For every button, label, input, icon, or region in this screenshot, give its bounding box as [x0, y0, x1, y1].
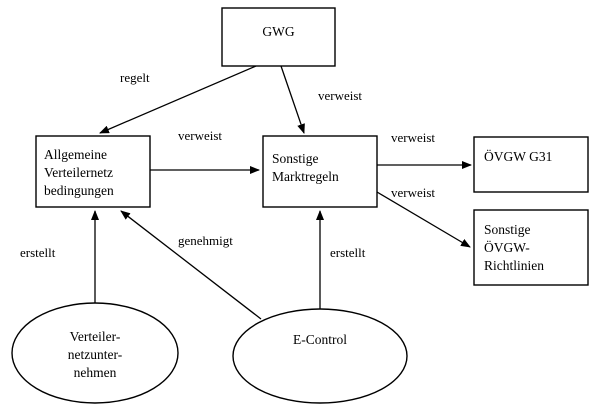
- node-sonstige-marktregeln[interactable]: Sonstige Marktregeln: [262, 135, 378, 208]
- node-sonstige-oevgw-richtlinien-label-line-3: Richtlinien: [484, 258, 544, 273]
- edge-label-avb-verweist: verweist: [178, 128, 222, 143]
- node-verteilernetzunternehmen-label-line-1: Verteiler-: [70, 329, 121, 344]
- edge-marktregeln-verweist-richtlinien: [376, 191, 471, 248]
- edge-labels-layer: regelt verweist verweist verweist verwei…: [20, 70, 435, 260]
- edge-econtrol-genehmigt-avb: [120, 210, 262, 320]
- node-gwg-box[interactable]: [221, 7, 336, 67]
- node-avb-label-line-2: Verteilernetz: [44, 165, 113, 180]
- edge-gwg-regelt-avb: [99, 65, 257, 134]
- node-verteilernetzunternehmen-label-line-2: netzunter-: [68, 347, 123, 362]
- node-gwg-label: GWG: [262, 24, 294, 39]
- node-verteilernetzunternehmen-label-line-3: nehmen: [74, 365, 117, 380]
- edge-label-marktregeln-verweist-richtlinien: verweist: [391, 185, 435, 200]
- node-allgemeine-verteilernetzbedingungen[interactable]: Allgemeine Verteilernetz bedingungen: [35, 135, 151, 208]
- node-sonstige-marktregeln-label-line-1: Sonstige: [272, 151, 319, 166]
- edge-label-econtrol-erstellt: erstellt: [330, 245, 366, 260]
- node-sonstige-oevgw-richtlinien-label-line-2: ÖVGW-: [484, 240, 530, 255]
- node-sonstige-marktregeln-label-line-2: Marktregeln: [272, 169, 339, 184]
- node-sonstige-oevgw-richtlinien-label-line-1: Sonstige: [484, 222, 531, 237]
- edge-label-vnu-erstellt: erstellt: [20, 245, 56, 260]
- node-avb-label-line-1: Allgemeine: [44, 147, 107, 162]
- edge-label-econtrol-genehmigt: genehmigt: [178, 233, 233, 248]
- node-gwg[interactable]: GWG: [221, 7, 336, 67]
- node-verteilernetzunternehmen-ellipse[interactable]: [11, 302, 179, 404]
- edge-label-gwg-verweist: verweist: [318, 88, 362, 103]
- node-sonstige-oevgw-richtlinien[interactable]: Sonstige ÖVGW- Richtlinien: [473, 209, 589, 286]
- edges-layer: [91, 65, 472, 320]
- node-oevgw-g31-box[interactable]: [473, 136, 589, 193]
- node-e-control-label: E-Control: [293, 332, 347, 347]
- node-avb-label-line-3: bedingungen: [44, 183, 114, 198]
- nodes-layer: GWG Allgemeine Verteilernetz bedingungen…: [11, 7, 589, 404]
- node-oevgw-g31-label: ÖVGW G31: [484, 149, 552, 164]
- node-e-control[interactable]: E-Control: [232, 308, 408, 404]
- edge-label-regelt: regelt: [120, 70, 150, 85]
- edge-label-marktregeln-verweist-g31: verweist: [391, 130, 435, 145]
- edge-gwg-verweist-marktregeln: [280, 65, 305, 134]
- node-e-control-ellipse[interactable]: [232, 308, 408, 404]
- node-verteilernetzunternehmen[interactable]: Verteiler- netzunter- nehmen: [11, 302, 179, 404]
- node-oevgw-g31[interactable]: ÖVGW G31: [473, 136, 589, 193]
- node-sonstige-marktregeln-box[interactable]: [262, 135, 378, 208]
- node-sonstige-oevgw-richtlinien-box[interactable]: [473, 209, 589, 286]
- node-avb-box[interactable]: [35, 135, 151, 208]
